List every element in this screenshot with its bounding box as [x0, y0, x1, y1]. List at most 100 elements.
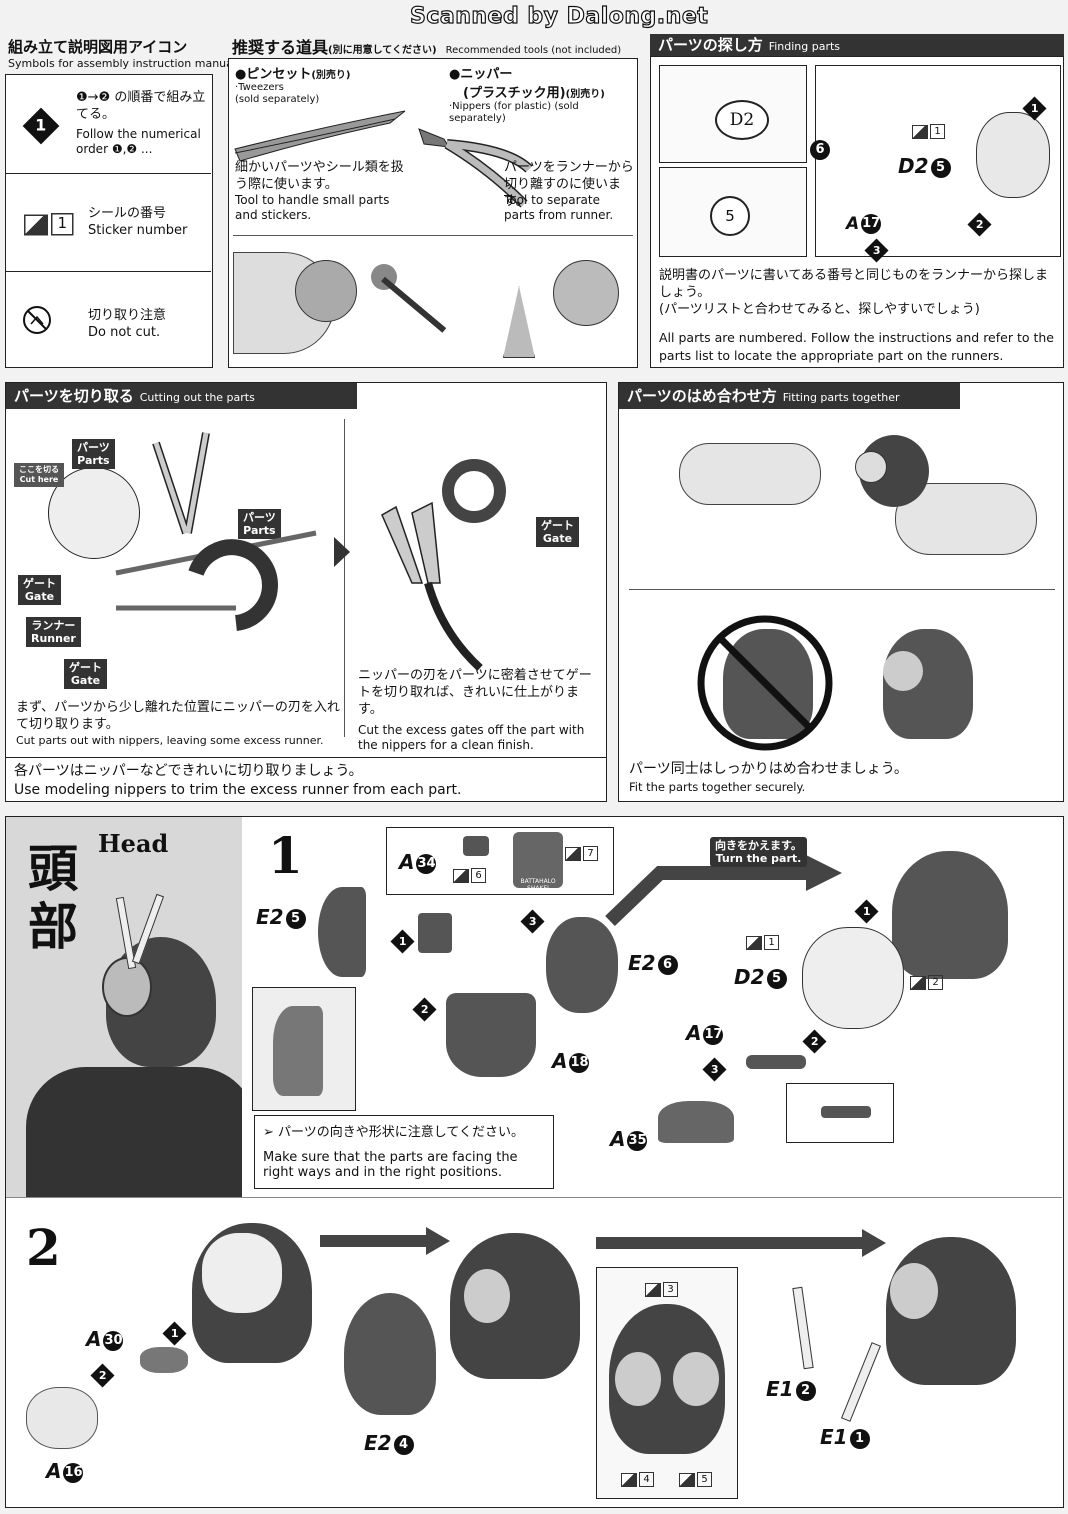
order-row: 1 ❶→❷ の順番で組み立てる。 Follow the numerical or… [6, 75, 211, 174]
cutting-left-jp: まず、パーツから少し離れた位置にニッパーの刃を入れて切り取ります。 [16, 700, 340, 732]
eye-lens-part [26, 1387, 98, 1449]
step-1-icon: 1 [22, 107, 60, 145]
tweezers-desc-jp: 細かいパーツやシール類を扱う際に使います。 [235, 160, 404, 192]
head-portrait: 頭 部 Head [6, 817, 242, 1197]
s2-head-1-mask [202, 1233, 282, 1313]
tools-box: ●ピンセット(別売り) ·Tweezers (sold separately) … [228, 58, 638, 368]
neck-part [658, 1101, 734, 1143]
head-s1-step-3b: 3 [702, 1057, 727, 1082]
runner-box-2: 5 [659, 167, 807, 257]
helmet-part-2 [553, 260, 619, 326]
head-s2-step-1: 1 [162, 1321, 187, 1346]
small-detail-shape [821, 1106, 871, 1118]
cut-part-shape [442, 459, 506, 523]
cutting-footer-divider [6, 757, 606, 758]
head-step-2-number: 2 [26, 1218, 61, 1277]
helmet-back-part [892, 851, 1008, 979]
tweezer-tip [381, 276, 447, 333]
no-cut-icon [23, 306, 51, 334]
front-eye-right [673, 1352, 719, 1406]
watermark: Scanned by Dalong.net [409, 3, 709, 29]
eye-fit-part [855, 451, 887, 483]
sticker-1: 1 [746, 935, 779, 951]
cutting-footer-en: Use modeling nippers to trim the excess … [14, 782, 462, 798]
tweezers-label: ●ピンセット(別売り) ·Tweezers (sold separately) [235, 67, 351, 105]
arrow-right-icon [334, 537, 350, 567]
head-title-jp-2: 部 [28, 897, 78, 956]
sticker-5: 5 [679, 1472, 712, 1488]
fitting-desc-en: Fit the parts together securely. [629, 780, 806, 794]
finding-step-3: 3 [864, 238, 889, 263]
detail-box [252, 987, 356, 1111]
nipper-icon [418, 128, 533, 208]
emblem-icon [463, 836, 489, 856]
finding-sticker: 1 [912, 124, 945, 140]
head-s2-step-2: 2 [90, 1363, 115, 1388]
runner-label-2: 5 [710, 196, 750, 236]
fitting-divider [629, 589, 1055, 590]
finding-mask-part [976, 112, 1050, 198]
head-s1-step-2: 2 [412, 997, 437, 1022]
head-s1-step-2b: 2 [802, 1029, 827, 1054]
finding-diagram: D26 D25 A17 1 1 2 3 [810, 65, 1061, 263]
finding-step-2: 2 [967, 212, 992, 237]
step-divider [6, 1197, 1062, 1198]
nipper-label: ●ニッパー (プラスチック用)(別売り) ·Nippers (for plast… [449, 67, 605, 124]
note-box: ➢ パーツの向きや形状に注意してください。 Make sure that the… [254, 1115, 554, 1189]
nocut-row: 切り取り注意 Do not cut. [6, 271, 211, 367]
head-step-1-number: 1 [268, 826, 303, 885]
sticker-3: 3 [645, 1282, 678, 1298]
head-s1-step-3: 3 [520, 909, 545, 934]
sticker-2: 2 [910, 975, 943, 991]
symbols-box: 1 ❶→❷ の順番で組み立てる。 Follow the numerical or… [5, 74, 213, 368]
nipper-tip [503, 286, 535, 358]
sticker-text-jp: シールの番号 [88, 206, 167, 221]
scarf-part [446, 993, 536, 1077]
head-s1-step-1b: 1 [854, 899, 879, 924]
sticker-icon: 1 [24, 213, 74, 236]
note-text-en: Make sure that the parts are facing the … [263, 1150, 518, 1180]
head-correct-eye [883, 651, 923, 691]
head-s1-step-1: 1 [390, 929, 415, 954]
front-eye-left [615, 1352, 661, 1406]
order-text-jp: ❶→❷ の順番で組み立てる。 [76, 90, 206, 122]
sticker-4: 4 [621, 1472, 654, 1488]
helmet-part [295, 260, 357, 322]
tools-illustration [233, 235, 633, 364]
sticker-row: 1 シールの番号 Sticker number [6, 173, 211, 272]
cutting-footer-jp: 各パーツはニッパーなどできれいに切り取りましょう。 [14, 763, 363, 779]
turn-arrow [605, 855, 842, 927]
finding-desc-jp: 説明書のパーツに書いてある番号と同じものをランナーから探しましょう。 (パーツリ… [659, 268, 1048, 317]
emblem-text: BATTAHALO SHAKEI [520, 878, 556, 892]
finger-left [679, 443, 821, 505]
mask-front-part [802, 927, 904, 1029]
vest-small-part [418, 913, 452, 953]
nipper-desc-en: Tool to separate parts from runner. [504, 193, 614, 222]
eye-piece-part [140, 1347, 188, 1373]
nocut-text-jp: 切り取り注意 [88, 308, 167, 323]
cutting-left-en: Cut parts out with nippers, leaving some… [16, 734, 324, 747]
head-back-part [318, 887, 366, 977]
order-text-en: Follow the numerical order ❶,❷ ... [76, 127, 201, 156]
nocut-text-en: Do not cut. [88, 325, 161, 340]
rider-eye [102, 957, 152, 1017]
s2-head-3-eye [890, 1263, 938, 1319]
